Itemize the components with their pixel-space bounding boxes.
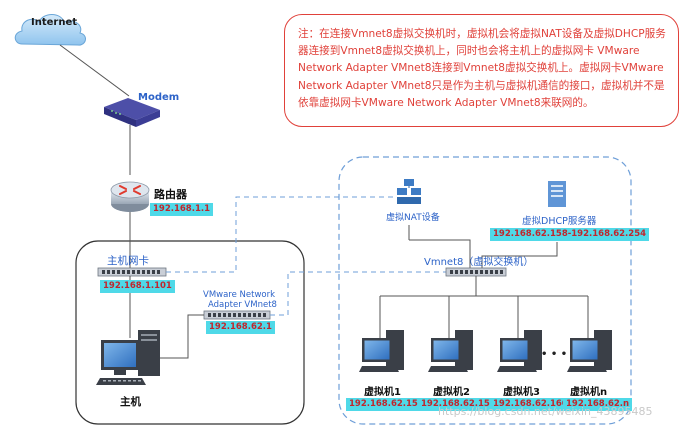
vmn-label: 虚拟机n [570,387,608,398]
dhcp-label: 虚拟DHCP服务器 [522,216,597,227]
vm1-label: 虚拟机1 [364,387,401,398]
internet-cloud-icon [14,14,86,46]
adapter-switch-dashed-link [270,271,448,316]
internet-modem-link [59,44,130,97]
dhcp-ip-range: 192.168.62.158-192.168.62.254 [490,228,650,241]
vmnet8-adapter-label-2: Adapter VMnet8 [208,300,277,310]
vm-ellipsis: • • • [541,349,568,360]
nat-device-icon [397,179,421,204]
virtual-network-region [338,156,632,425]
host-nic-label: 主机网卡 [107,255,149,267]
nic-nat-dashed-link [166,196,397,273]
host-nic-ip: 192.168.1.101 [100,280,175,293]
router-label: 路由器 [154,188,187,201]
vm3-computer-icon [497,330,542,372]
nat-label: 虚拟NAT设备 [386,213,440,223]
switch-label: Vmnet8（虚拟交换机） [424,257,534,268]
vmnet8-adapter-label-1: VMware Network [203,290,276,300]
dhcp-switch-link [481,242,558,268]
note-text: 注：在连接Vmnet8虚拟交换机时，虚拟机会将虚拟NAT设备及虚拟DHCP服务器… [298,28,666,109]
vm2-computer-icon [428,330,473,372]
vmnet8-adapter-icon [203,310,271,320]
internet-label: Internet [31,17,78,28]
vm1-computer-icon [359,330,404,372]
nat-switch-link-2 [409,239,471,268]
vm1-ip: 192.168.62.158 [346,398,427,411]
host-computer-icon [96,330,160,385]
router-icon [110,181,150,212]
vmnet8-switch-icon [445,267,507,277]
host-adapter-link [160,314,204,359]
host-label: 主机 [120,396,141,408]
vmnet8-adapter-ip: 192.168.62.1 [206,321,275,334]
modem-icon [104,98,160,127]
vmn-ip: 192.168.62.n [563,398,633,411]
note-box [284,14,679,127]
modem-label: Modem [138,92,180,103]
vmn-computer-icon [567,330,612,372]
vm2-ip: 192.168.62.159 [418,398,499,411]
host-nic-icon [97,267,167,277]
router-ip: 192.168.1.1 [150,203,214,216]
watermark: https://blog.csdn.net/weixin_43895485 [438,405,653,418]
vm3-label: 虚拟机3 [503,387,540,398]
vm3-ip: 192.168.62.160 [490,398,571,411]
host-region [75,240,305,425]
dhcp-server-icon [548,181,566,207]
vm2-label: 虚拟机2 [433,387,470,398]
